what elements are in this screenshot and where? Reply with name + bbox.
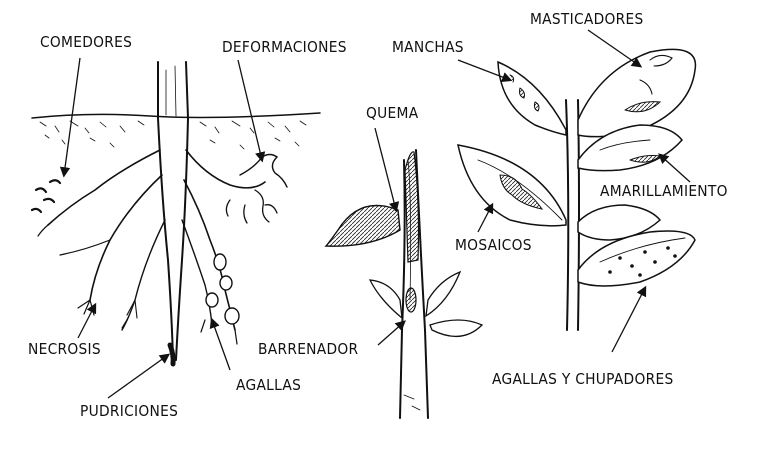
arrow-comedores xyxy=(64,58,80,175)
label-agallas-y-chupadores: AGALLAS Y CHUPADORES xyxy=(492,370,673,388)
arrow-quema xyxy=(375,128,396,210)
arrow-barrenador xyxy=(378,322,404,345)
label-amarillamiento: AMARILLAMIENTO xyxy=(600,182,728,200)
arrow-deformaciones xyxy=(238,60,262,160)
label-necrosis: NECROSIS xyxy=(28,340,101,358)
arrow-masticadores xyxy=(588,30,640,66)
label-deformaciones: DEFORMACIONES xyxy=(222,38,347,56)
arrow-necrosis xyxy=(78,305,95,338)
label-pudriciones: PUDRICIONES xyxy=(80,402,178,420)
arrow-mosaicos xyxy=(478,205,492,232)
stem-drawing xyxy=(326,150,482,418)
label-masticadores: MASTICADORES xyxy=(530,10,644,28)
arrow-agallas-chupadores xyxy=(612,288,645,352)
label-barrenador: BARRENADOR xyxy=(258,340,358,358)
root-system-drawing xyxy=(32,62,320,364)
label-comedores: COMEDORES xyxy=(40,33,132,51)
label-manchas: MANCHAS xyxy=(392,38,464,56)
arrow-agallas xyxy=(212,320,230,370)
arrow-amarillamiento xyxy=(660,155,690,182)
arrow-pudriciones xyxy=(108,355,168,398)
label-quema: QUEMA xyxy=(366,104,418,122)
label-agallas: AGALLAS xyxy=(236,376,301,394)
label-mosaicos: MOSAICOS xyxy=(455,236,532,254)
